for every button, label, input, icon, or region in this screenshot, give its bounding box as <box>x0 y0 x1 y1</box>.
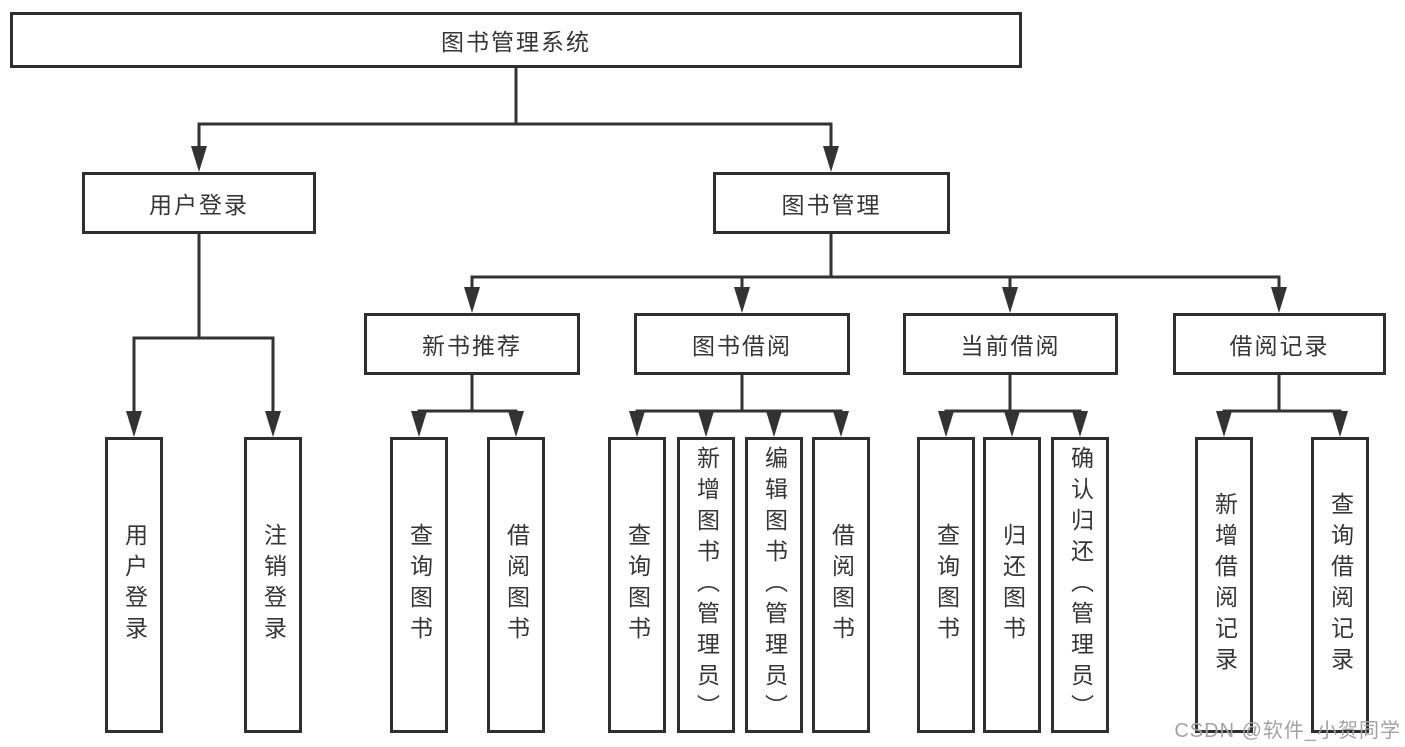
leaf-logout-label: 注销登录 <box>260 523 287 647</box>
node-book-management: 图书管理 <box>713 172 950 234</box>
leaf-add-book-admin-label: 新增图书（管理员） <box>693 445 720 725</box>
leaf-query-borrow-record-label: 查询借阅记录 <box>1327 492 1354 678</box>
leaf-return-books-label: 归还图书 <box>999 523 1026 647</box>
node-book-borrowing-label: 图书借阅 <box>692 333 792 359</box>
node-current-borrowing-label: 当前借阅 <box>960 333 1061 359</box>
node-borrowing-records: 借阅记录 <box>1173 313 1386 375</box>
node-book-borrowing: 图书借阅 <box>634 313 850 375</box>
leaf-borrow-books-borrowing: 借阅图书 <box>812 437 870 733</box>
leaf-logout: 注销登录 <box>244 437 302 733</box>
leaf-user-login: 用户登录 <box>105 437 163 733</box>
node-book-management-label: 图书管理 <box>781 192 882 218</box>
node-current-borrowing: 当前借阅 <box>903 313 1118 375</box>
csdn-watermark: CSDN @软件_小贺同学 <box>1174 720 1401 742</box>
leaf-query-books-borrowing: 查询图书 <box>608 437 666 733</box>
node-user-login-label: 用户登录 <box>149 192 249 218</box>
leaf-confirm-return-admin: 确认归还（管理员） <box>1051 437 1109 733</box>
node-root-label: 图书管理系统 <box>441 29 591 55</box>
node-new-book-recommend-label: 新书推荐 <box>422 333 522 359</box>
leaf-query-books-current-label: 查询图书 <box>933 523 960 647</box>
connectors-root-to-level2 <box>191 66 839 172</box>
node-root: 图书管理系统 <box>10 12 1022 68</box>
leaf-edit-book-admin-label: 编辑图书（管理员） <box>761 445 788 725</box>
node-new-book-recommend: 新书推荐 <box>364 313 580 375</box>
leaf-query-books-recommend-label: 查询图书 <box>406 523 433 647</box>
leaf-query-books-current: 查询图书 <box>917 437 975 733</box>
leaf-add-borrow-record: 新增借阅记录 <box>1195 437 1253 733</box>
leaf-query-books-recommend: 查询图书 <box>390 437 448 733</box>
node-user-login: 用户登录 <box>82 172 316 234</box>
leaf-return-books: 归还图书 <box>983 437 1041 733</box>
connectors-user-login-group <box>126 232 281 437</box>
leaf-borrow-books-recommend: 借阅图书 <box>487 437 545 733</box>
connectors-current-borrowing-group <box>938 373 1088 437</box>
leaf-borrow-books-recommend-label: 借阅图书 <box>503 523 530 647</box>
leaf-edit-book-admin: 编辑图书（管理员） <box>745 437 803 733</box>
leaf-user-login-label: 用户登录 <box>121 523 148 647</box>
leaf-confirm-return-admin-label: 确认归还（管理员） <box>1067 445 1094 725</box>
node-borrowing-records-label: 借阅记录 <box>1229 333 1330 359</box>
leaf-add-borrow-record-label: 新增借阅记录 <box>1211 492 1238 678</box>
leaf-query-borrow-record: 查询借阅记录 <box>1311 437 1369 733</box>
leaf-query-books-borrowing-label: 查询图书 <box>624 523 651 647</box>
connectors-book-management-group <box>464 232 1287 313</box>
leaf-add-book-admin: 新增图书（管理员） <box>677 437 735 733</box>
connectors-borrowing-records-group <box>1216 373 1348 437</box>
leaf-borrow-books-borrowing-label: 借阅图书 <box>828 523 855 647</box>
connectors-new-book-recommend-group <box>411 373 524 437</box>
connectors-book-borrowing-group <box>629 373 849 437</box>
